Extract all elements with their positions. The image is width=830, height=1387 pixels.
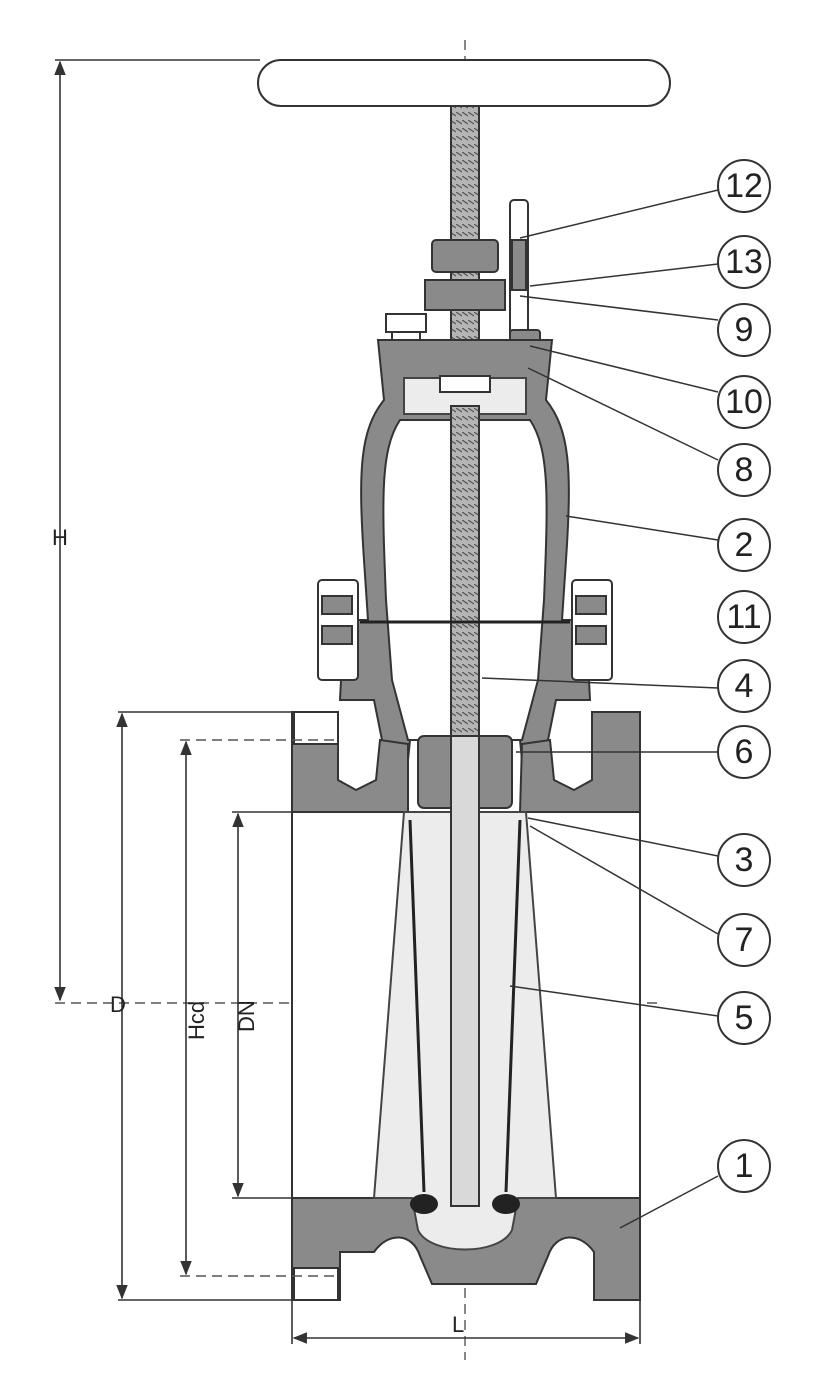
valve-body: [291, 711, 641, 813]
svg-text:9: 9: [735, 311, 754, 349]
wedge-rubber: [408, 819, 522, 1193]
callout-9: 9: [717, 303, 771, 357]
callout-7: 7: [717, 913, 771, 967]
callout-5: 5: [717, 991, 771, 1045]
top-flange: [293, 711, 339, 745]
svg-text:3: 3: [735, 841, 754, 879]
callout-10: 10: [717, 375, 771, 429]
bonnet-bolts: [317, 579, 613, 681]
lower-seal-right: [492, 1194, 520, 1214]
stem-nut: [439, 375, 491, 393]
callout-12: 12: [717, 159, 771, 213]
svg-text:7: 7: [735, 921, 754, 959]
svg-text:8: 8: [735, 451, 754, 489]
callout-4: 4: [717, 659, 771, 713]
dim-L-label: L: [452, 1312, 464, 1337]
dim-Hcd-label: Hcd: [184, 1001, 209, 1040]
svg-text:11: 11: [726, 598, 761, 636]
svg-text:6: 6: [735, 733, 754, 771]
handwheel: [257, 59, 671, 107]
callout-2: 2: [717, 518, 771, 572]
dim-DN-label: DN: [234, 1000, 259, 1032]
callout-1: 1: [717, 1139, 771, 1193]
leader-lines: [481, 189, 719, 1229]
callout-13: 13: [717, 235, 771, 289]
callout-11: 11: [717, 590, 771, 644]
dim-H-label: H: [52, 525, 68, 550]
svg-text:12: 12: [725, 167, 763, 205]
stem-lower: [450, 735, 480, 1207]
svg-text:4: 4: [735, 667, 754, 705]
svg-text:10: 10: [725, 383, 763, 421]
callout-3: 3: [717, 833, 771, 887]
svg-text:2: 2: [735, 526, 754, 564]
lower-seal-left: [410, 1194, 438, 1214]
svg-text:1: 1: [735, 1147, 754, 1185]
svg-text:13: 13: [725, 243, 763, 281]
callout-6: 6: [717, 725, 771, 779]
callout-8: 8: [717, 443, 771, 497]
dim-D-label: D: [110, 992, 126, 1017]
svg-text:5: 5: [735, 999, 754, 1037]
bottom-flange: [293, 1267, 339, 1301]
stem-threaded-section: [450, 405, 480, 737]
